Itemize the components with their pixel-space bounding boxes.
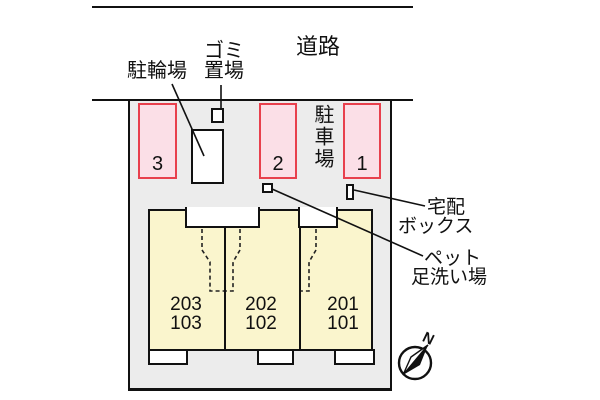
balcony-middle [257, 349, 294, 365]
bicycle-parking-structure [191, 129, 224, 184]
north-label: N [420, 329, 437, 349]
compass-needle-light [402, 344, 429, 376]
parking-space-2-number: 2 [272, 153, 284, 175]
delivery-box-label-line2: ボックス [398, 216, 474, 237]
unit-102: 102 [245, 312, 277, 334]
unit-202: 202 [245, 294, 277, 315]
delivery-box-label-line1: 宅配 [427, 197, 466, 218]
unit-label-203-103: 203 103 [170, 294, 202, 334]
balcony-left [148, 349, 188, 365]
parking-space-3-number: 3 [151, 153, 164, 175]
parking-lot-label: 駐車場 [311, 104, 333, 170]
balcony-right [334, 349, 375, 365]
building-entrance-notch-right [298, 207, 338, 228]
pet-wash-label-line2: 足洗い場 [411, 267, 488, 288]
garbage-area-label: ゴミ 置場 [201, 41, 247, 81]
unit-label-202-102: 202 102 [245, 294, 277, 334]
unit-103: 103 [170, 312, 202, 334]
building-entrance-notch-left [185, 207, 260, 228]
garbage-label-line2: 置場 [204, 60, 244, 82]
garbage-label-line1: ゴミ [204, 40, 244, 62]
parking-space-1-number: 1 [356, 153, 368, 175]
compass-circle [397, 345, 433, 381]
parking-space-2: 2 [259, 103, 297, 179]
unit-divider-2 [299, 228, 301, 351]
pet-wash-station [262, 183, 273, 193]
unit-203: 203 [170, 294, 202, 315]
compass: N [397, 329, 437, 381]
garbage-box [211, 108, 224, 123]
unit-label-201-101: 201 101 [327, 294, 359, 334]
parking-space-3: 3 [138, 103, 177, 179]
road-edge-top-line [92, 6, 413, 8]
delivery-box [346, 184, 354, 200]
compass-needle-dark [403, 345, 428, 375]
road-label: 道路 [296, 34, 341, 59]
unit-201: 201 [327, 294, 359, 315]
pet-wash-label-line1: ペット [424, 248, 482, 269]
parking-space-1: 1 [343, 103, 381, 179]
bicycle-parking-label: 駐輪場 [127, 60, 187, 82]
unit-101: 101 [327, 312, 359, 334]
unit-divider-1 [224, 228, 226, 351]
